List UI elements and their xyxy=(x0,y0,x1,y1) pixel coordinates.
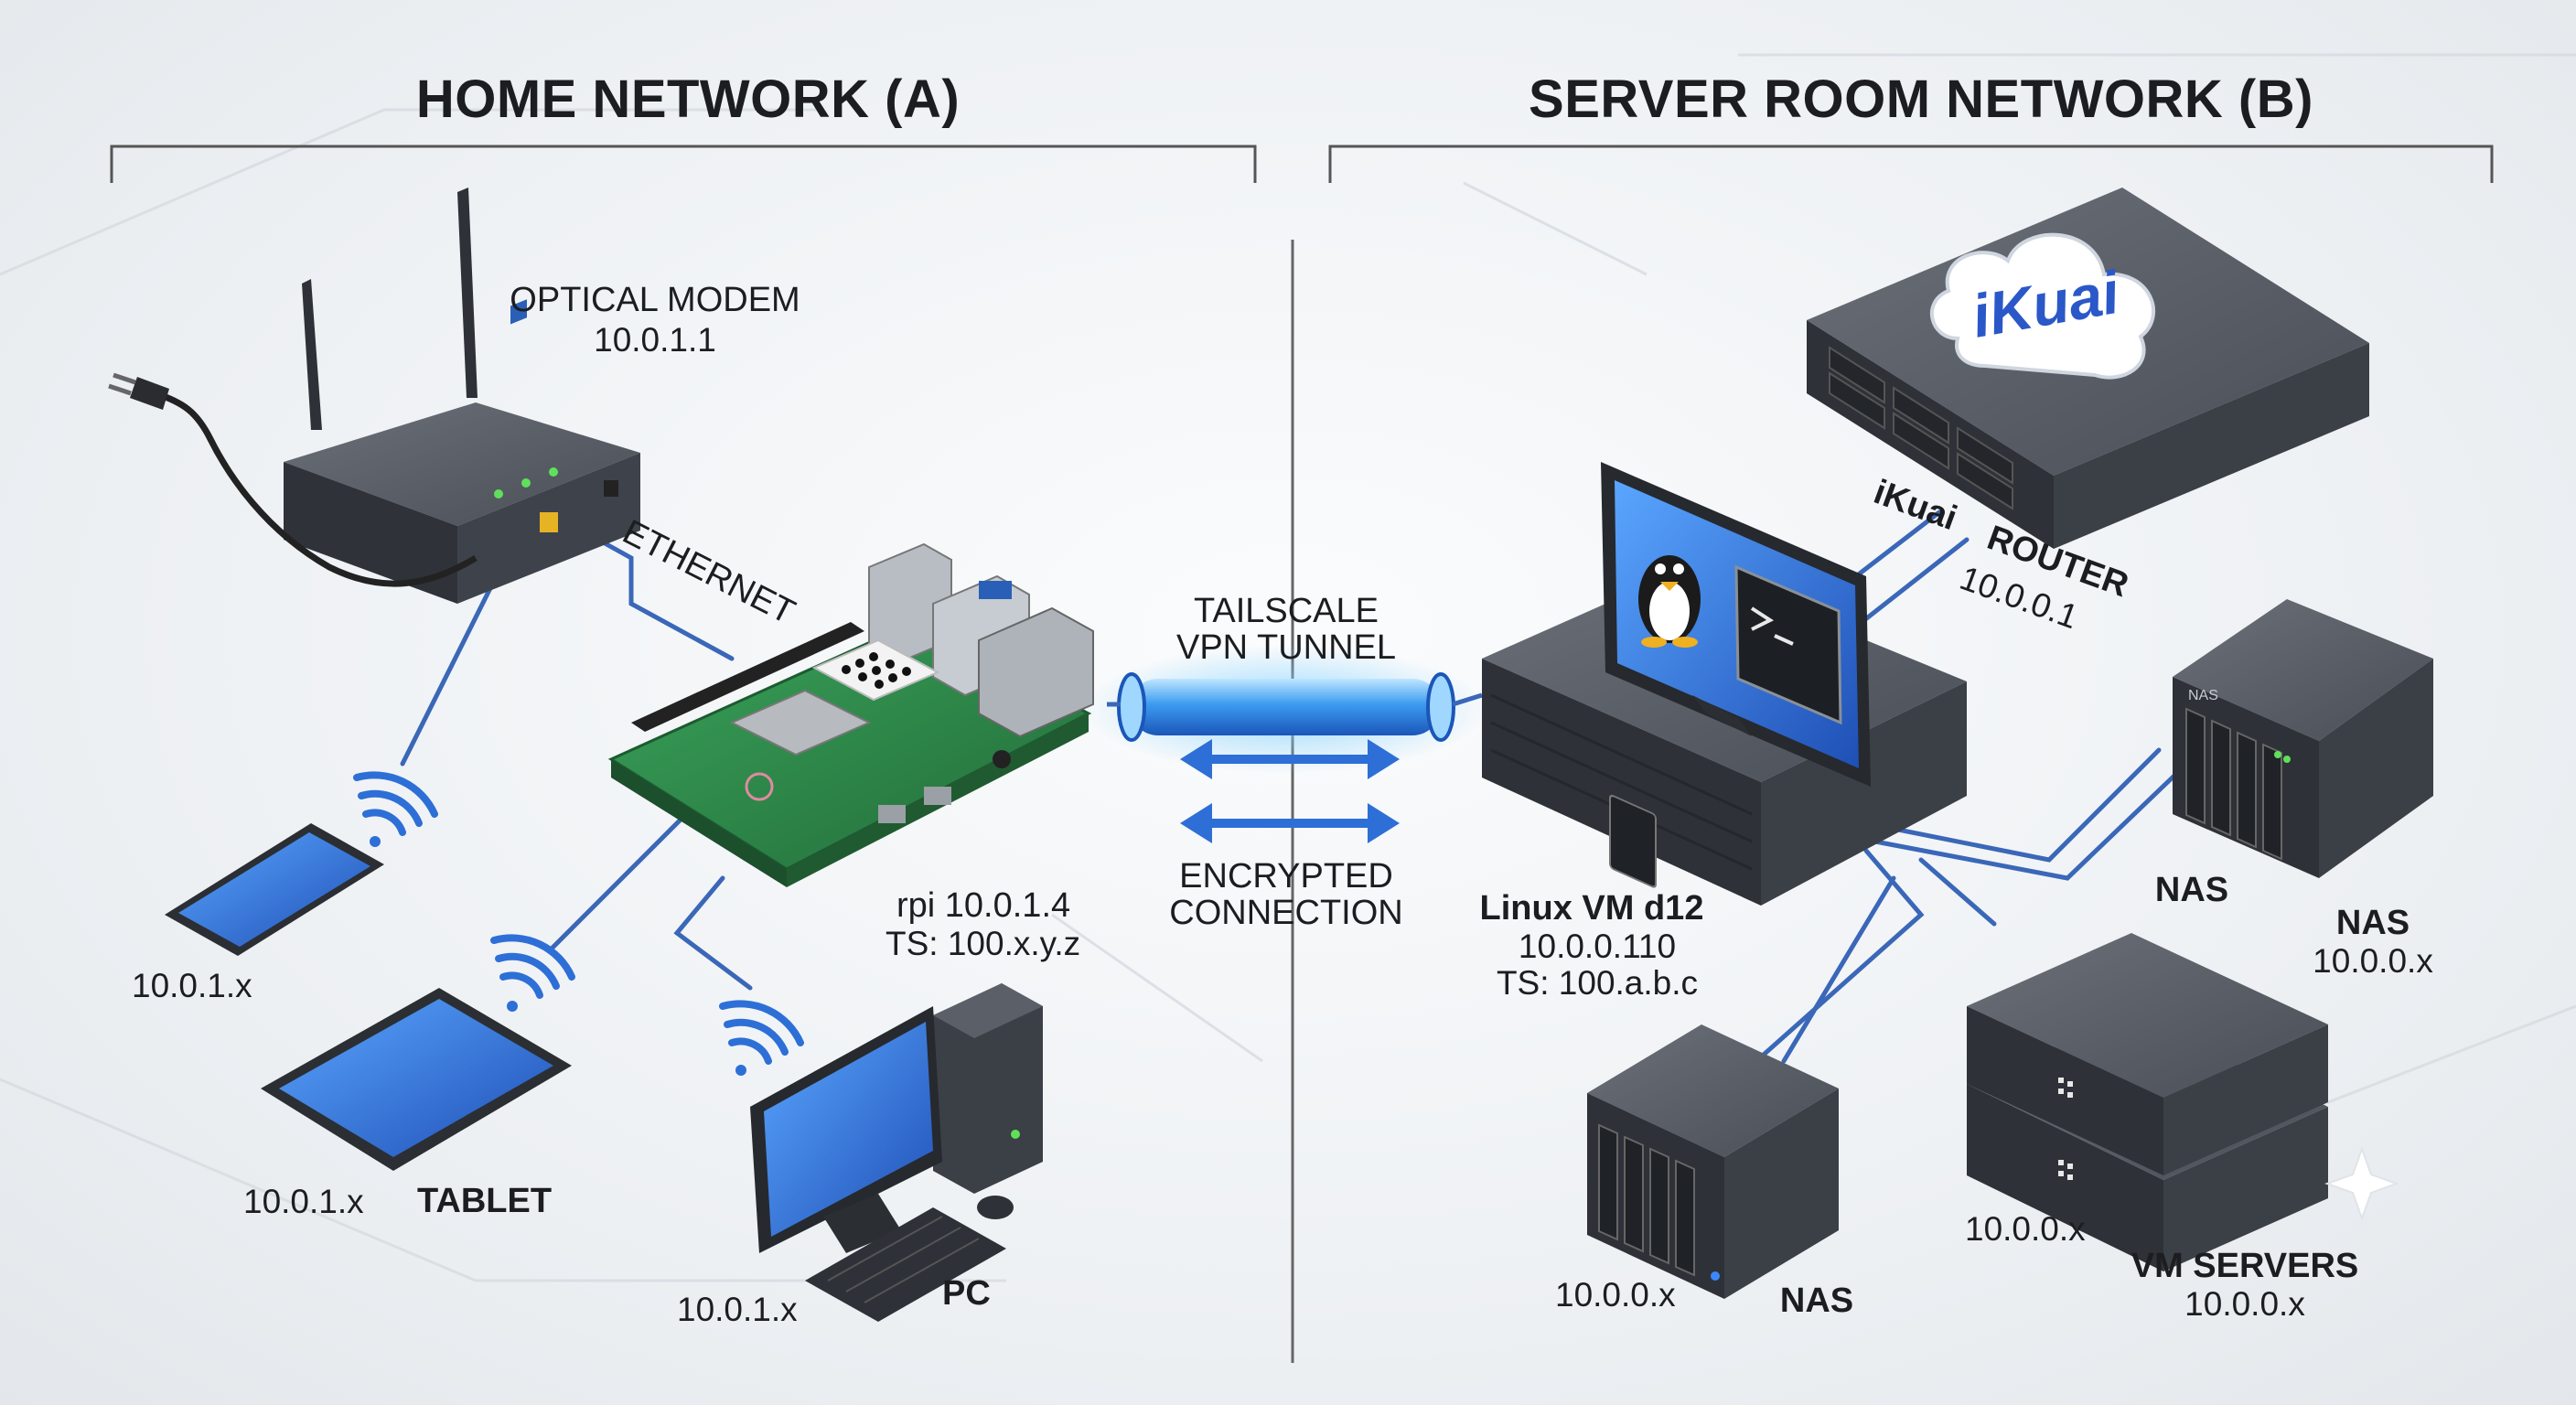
rpi-ts-ip: TS: 100.x.y.z xyxy=(886,925,1080,962)
modem-name: OPTICAL MODEM xyxy=(510,281,800,319)
linux-vm-server xyxy=(1482,462,1967,906)
wifi-icon xyxy=(353,771,438,847)
rpi-name: rpi 10.0.1.4 xyxy=(896,886,1070,925)
home-section-bracket xyxy=(110,145,1257,183)
vm-servers xyxy=(1967,933,2328,1271)
nas-top-tag: NAS xyxy=(2188,688,2218,703)
vm-servers-ip: 10.0.0.x xyxy=(2184,1285,2305,1323)
tunnel-title-line1: TAILSCALE xyxy=(1194,592,1379,630)
terminal-icon xyxy=(1734,564,1842,725)
tunnel-title-line2: VPN TUNNEL xyxy=(1176,628,1396,667)
sparkle-icon xyxy=(2324,1146,2399,1221)
vpn-tunnel xyxy=(1084,645,1487,773)
bidirectional-arrow-icon xyxy=(1180,739,1400,779)
pc-name: PC xyxy=(942,1274,991,1313)
server-section-bracket xyxy=(1328,145,2494,183)
optical-modem xyxy=(108,188,640,604)
server-section-title: SERVER ROOM NETWORK (B) xyxy=(1529,70,2313,129)
vm-to-nas-bottom-link xyxy=(1781,875,1896,1064)
ikuai-router: iKuai xyxy=(1807,188,2369,549)
phone-ip: 10.0.1.x xyxy=(132,967,252,1004)
vm-to-nas-top-link-2 xyxy=(1873,770,2180,881)
nas-right-ip: 10.0.0.x xyxy=(2313,942,2433,980)
vm-ip: 10.0.0.110 xyxy=(1519,928,1676,965)
rpi-to-tablet-link xyxy=(546,802,698,954)
bidirectional-arrow-icon xyxy=(1180,803,1400,843)
tablet-ip: 10.0.1.x xyxy=(243,1183,364,1220)
rpi-to-pc-link xyxy=(673,875,753,991)
home-section-title: HOME NETWORK (A) xyxy=(416,70,960,129)
nas-bottom-name: NAS xyxy=(1780,1282,1853,1320)
nas-bottom xyxy=(1587,1024,1839,1299)
tablet xyxy=(261,988,572,1171)
pc-ip: 10.0.1.x xyxy=(677,1291,798,1328)
vm-servers-name: VM SERVERS xyxy=(2131,1247,2358,1285)
ikuai-cloud-logo: iKuai xyxy=(1930,232,2156,380)
nas-right-name: NAS xyxy=(2336,904,2410,942)
wifi-icon xyxy=(490,934,575,1012)
nas-top: NAS xyxy=(2173,599,2433,878)
tablet-name: TABLET xyxy=(417,1182,552,1220)
smartphone xyxy=(165,823,384,956)
modem-ip: 10.0.1.1 xyxy=(594,321,716,359)
power-cable xyxy=(154,390,478,587)
desktop-pc xyxy=(750,983,1043,1322)
nas-bottom-ip: 10.0.0.x xyxy=(1555,1276,1676,1314)
vm-servers-ip-left: 10.0.0.x xyxy=(1965,1210,2086,1248)
raspberry-pi xyxy=(607,542,1094,887)
vm-to-nas-top-link xyxy=(1863,747,2162,863)
wifi-icon xyxy=(719,1000,804,1076)
vm-ts-ip: TS: 100.a.b.c xyxy=(1497,964,1698,1002)
power-plug-icon xyxy=(108,372,169,410)
modem-antenna-right xyxy=(457,188,478,398)
ethernet-port xyxy=(540,512,558,532)
vm-to-nas-bottom-link-2 xyxy=(1754,848,1925,1064)
tunnel-caption-line1: ENCRYPTED xyxy=(1179,857,1393,896)
nas-top-name: NAS xyxy=(2155,871,2228,909)
vm-name: Linux VM d12 xyxy=(1480,889,1704,928)
tunnel-caption-line2: CONNECTION xyxy=(1169,894,1402,932)
modem-antenna-left xyxy=(302,279,322,430)
vm-to-vm-servers-link xyxy=(1918,857,1997,927)
ethernet-label: ETHERNET xyxy=(617,513,801,632)
linux-tux-icon xyxy=(1638,555,1701,648)
